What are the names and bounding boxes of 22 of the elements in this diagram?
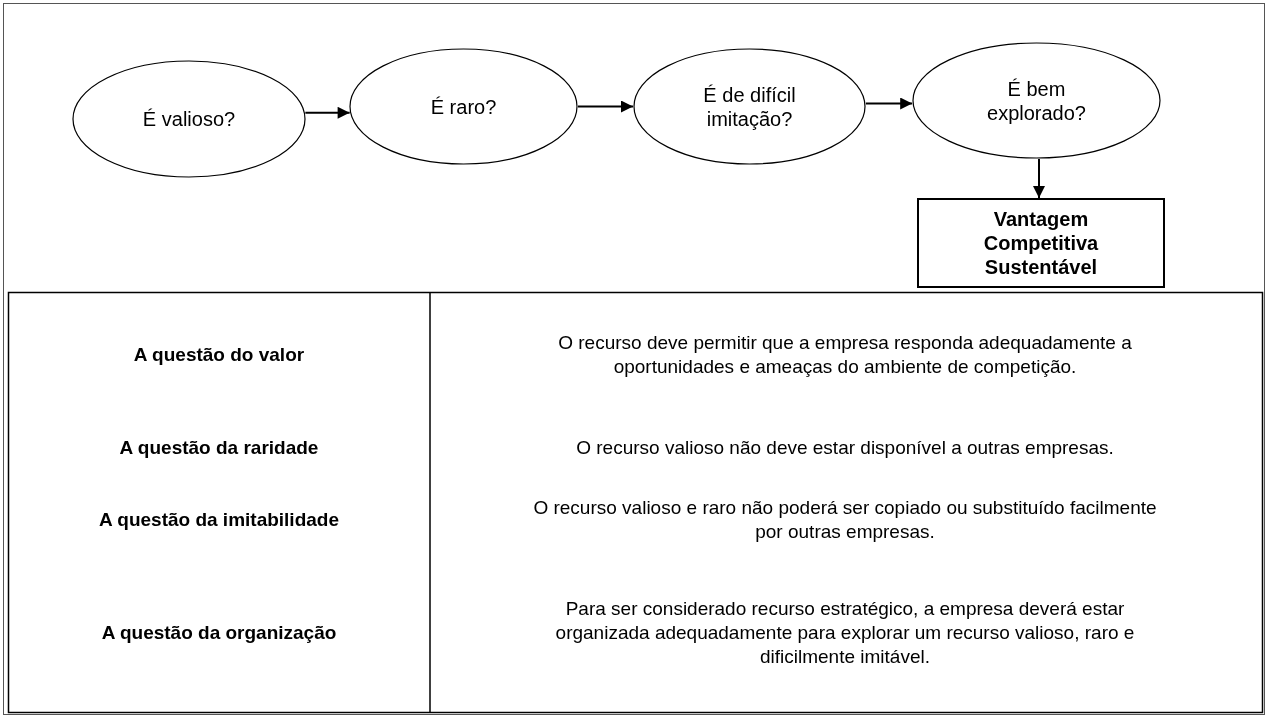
row-heading: A questão do valor [132,343,306,367]
question-ellipse [349,48,578,165]
description-cell-text: O recurso deve permitir que a empresa responda adequadamente a oportunidades e ameaças do ambiente de competição. [557,331,1133,379]
arrow [577,100,634,113]
arrow [1033,158,1045,199]
question-ellipse [633,48,866,165]
question-text: É raro? [429,94,498,119]
question-ellipse [912,42,1161,159]
arrow [304,106,351,119]
row-heading: A questão da organização [100,620,338,645]
question-text: É bem explorado? [986,76,1087,125]
result-text: Vantagem Competitiva Sustentável [982,207,1100,279]
description-cell-text: O recurso valioso e raro não poderá ser copiado ou substituído facilmente por outras empresas. [532,496,1158,544]
row-heading: A questão da imitabilidade [98,508,340,532]
description-cell-text: Para ser considerado recurso estratégico, a empresa deverá estar organizada adequadamente para explorar um recurso valioso, raro e dificilmente imitável. [554,596,1136,669]
result-box [917,198,1165,288]
row-heading: A questão da raridade [118,436,320,460]
question-text: É de difícil imitação? [702,82,797,131]
question-ellipse [72,60,306,178]
arrow [864,97,914,110]
description-cell-text: O recurso valioso não deve estar disponível a outras empresas. [575,436,1115,460]
question-text: É valioso? [141,107,237,131]
